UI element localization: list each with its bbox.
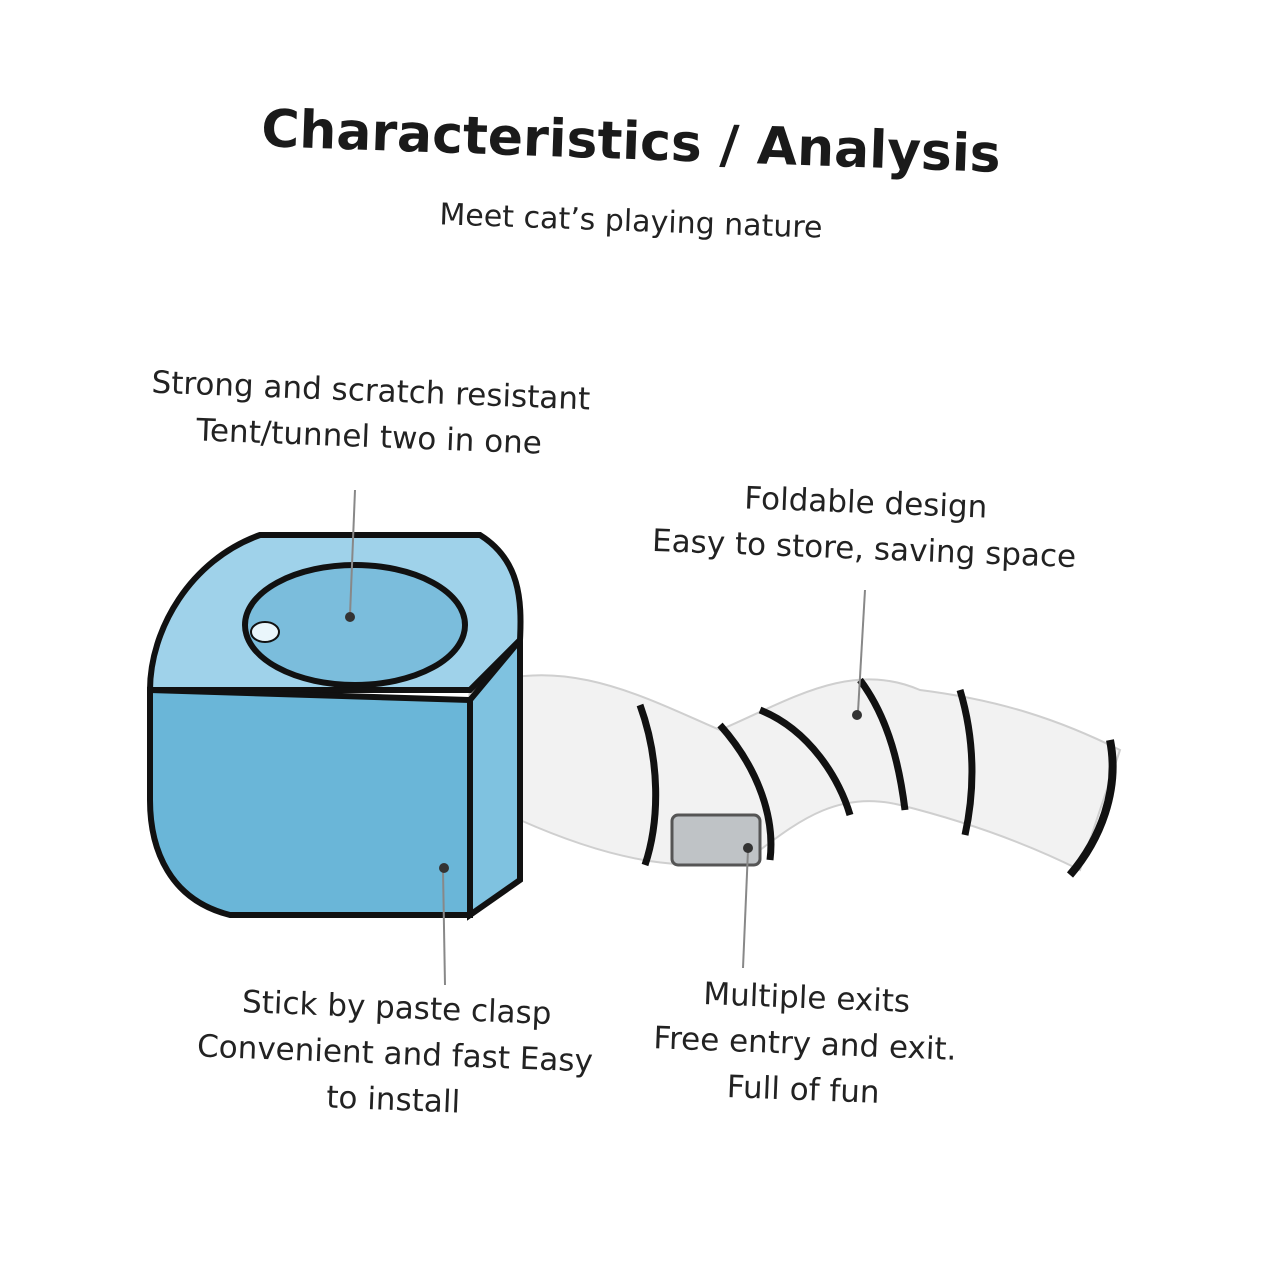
callout-leader-lines <box>349 489 866 986</box>
cat-tunnel <box>458 668 1122 878</box>
callout-multiple-exits: Multiple exits Free entry and exit. Full… <box>617 968 992 1120</box>
callout-scratch-resistant: Strong and scratch resistant Tent/tunnel… <box>138 359 601 469</box>
callout-dot-scratch <box>345 612 355 622</box>
callout-dot-foldable <box>852 710 862 720</box>
callout-dot-exits <box>743 843 753 853</box>
callout-paste-clasp: Stick by paste clasp Convenient and fast… <box>178 977 613 1131</box>
tunnel-peephole <box>670 813 762 867</box>
callout-foldable-design: Foldable design Easy to store, saving sp… <box>628 471 1101 581</box>
callout-dot-clasp <box>439 863 449 873</box>
cat-tent <box>146 532 524 921</box>
tent-top-opening <box>242 562 468 688</box>
